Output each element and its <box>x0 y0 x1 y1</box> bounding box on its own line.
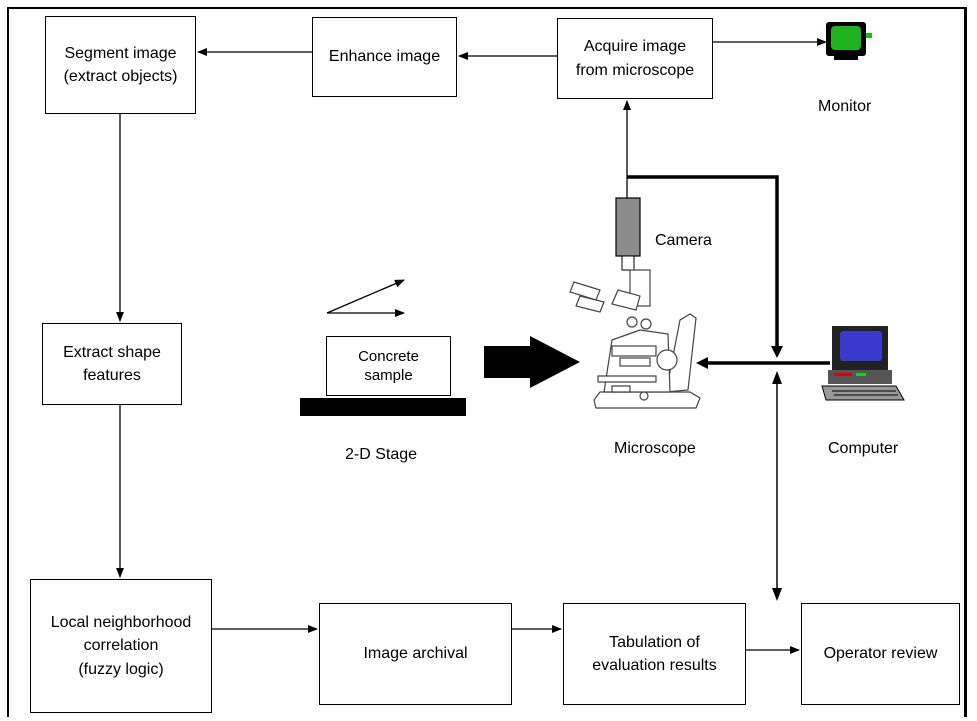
acquire-image-box: Acquire image from microscope <box>557 18 713 99</box>
stage-label: 2-D Stage <box>345 446 418 463</box>
big-arrow-sample-to-microscope <box>484 336 580 388</box>
tabulation-line-1: Tabulation of <box>609 633 700 651</box>
microscope-icon <box>569 269 701 409</box>
local-correlation-box: Local neighborhood correlation (fuzzy lo… <box>30 579 212 713</box>
enhance-line-1: Enhance image <box>328 48 441 66</box>
local-line-2: correlation <box>83 637 159 655</box>
monitor-icon <box>826 22 872 60</box>
computer-label: Computer <box>828 440 899 457</box>
tabulation-box: Tabulation of evaluation results <box>563 603 746 705</box>
concrete-line-1: Concrete <box>358 347 419 365</box>
segment-image-box: Segment image (extract objects) <box>45 16 196 114</box>
extract-line-1: Extract shape <box>63 343 161 361</box>
operator-line-1: Operator review <box>823 645 938 663</box>
local-line-1: Local neighborhood <box>50 614 192 632</box>
concrete-sample-box: Concrete sample <box>326 336 451 396</box>
archival-line-1: Image archival <box>363 645 468 663</box>
segment-line-1: Segment image <box>64 44 177 62</box>
camera-icon <box>615 197 641 271</box>
microscope-label: Microscope <box>614 440 696 457</box>
monitor-label: Monitor <box>818 98 872 115</box>
stage-plate <box>300 398 466 416</box>
computer-icon <box>821 326 905 401</box>
image-archival-box: Image archival <box>319 603 512 705</box>
enhance-image-box: Enhance image <box>312 17 457 97</box>
diagram-frame <box>7 7 967 717</box>
thick-link-camera-computer <box>627 175 779 352</box>
acquire-line-2: from microscope <box>575 61 695 79</box>
acquire-line-1: Acquire image <box>583 38 687 56</box>
extract-shape-box: Extract shape features <box>42 323 182 405</box>
operator-review-box: Operator review <box>801 603 960 705</box>
extract-line-2: features <box>83 367 141 384</box>
camera-label: Camera <box>655 232 712 249</box>
local-line-3: (fuzzy logic) <box>78 660 164 678</box>
stage-arrow-diagonal <box>326 279 405 314</box>
concrete-line-2: sample <box>364 367 413 384</box>
tabulation-line-2: evaluation results <box>592 657 717 674</box>
segment-line-2: (extract objects) <box>63 68 178 85</box>
